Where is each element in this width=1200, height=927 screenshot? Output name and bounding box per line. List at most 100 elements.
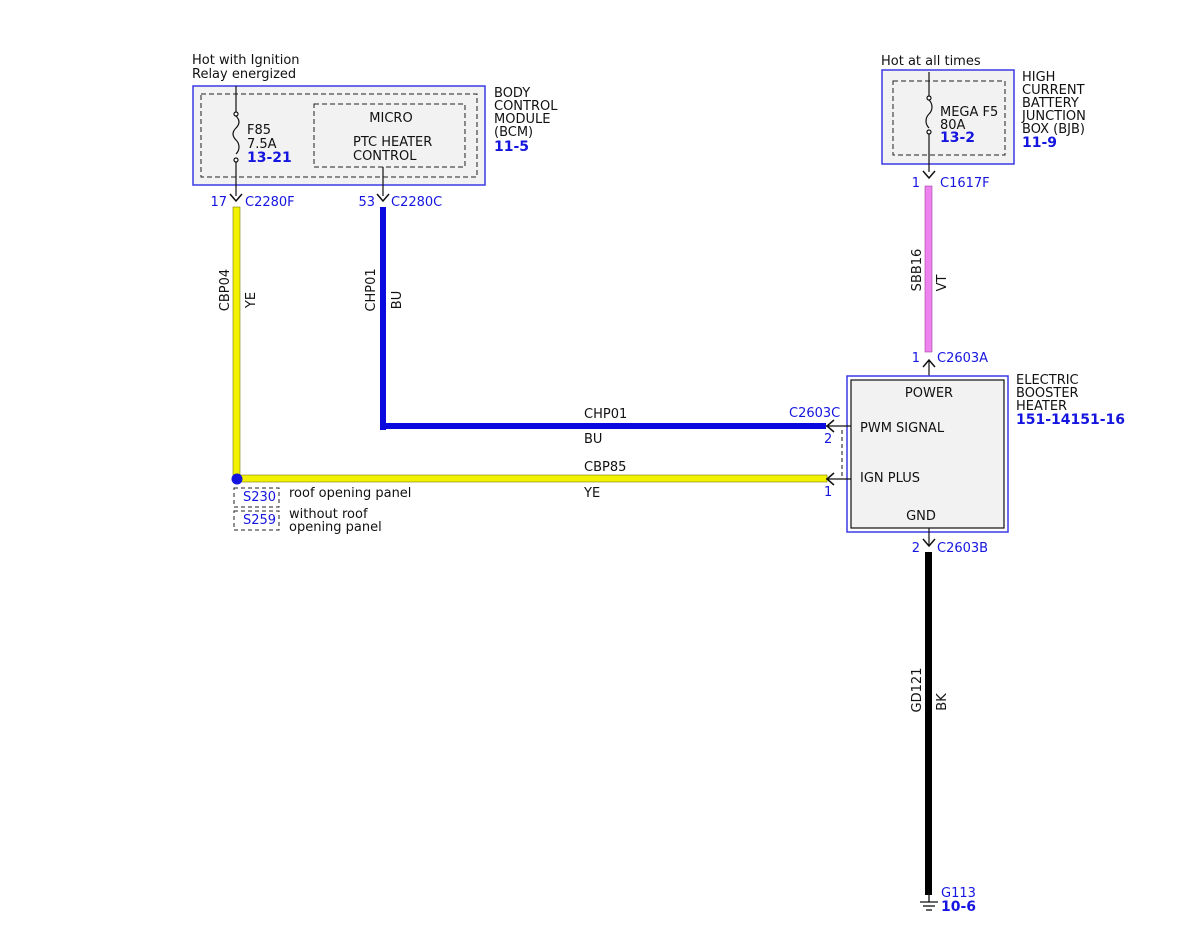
connector-c2280f-name: C2280F [245,195,295,210]
wire-gd121-color: BK [935,693,950,711]
fuse-f85-symbol [232,86,240,196]
connector-c2280f-symbol [229,193,243,203]
heater-module: POWER PWM SIGNAL IGN PLUS GND ELECTRIC B… [846,373,1125,533]
splice-dot [231,473,243,485]
bjb-outer-box [881,69,1015,165]
bcm-power-note-line1: Hot with Ignition [192,53,300,68]
splice-s259-id: S259 [243,513,276,528]
connector-c2280c-pin: 53 [358,195,375,210]
splice-s259-box [233,510,280,531]
wire-chp01-horizontal [380,423,826,429]
connector-c1617f-name: C1617F [940,176,990,191]
splice-s259-note-line2: opening panel [289,520,382,535]
heater-inner-box [850,379,1005,529]
connector-c2603c-ign: 1 [824,472,851,500]
bcm-module-name-line1: BODY [494,86,530,101]
bcm-inner-dashed-box [200,93,478,178]
connector-c1617f: 1 C1617F [912,170,990,191]
bjb-module-name-line4: JUNCTION [1021,109,1086,124]
heater-pin-pwm-signal: PWM SIGNAL [860,421,945,436]
splice-s230-id: S230 [243,490,276,505]
connector-c2603a-name: C2603A [937,351,988,366]
bcm-micro-function-line2: CONTROL [353,149,417,164]
bcm-module-name-line4: (BCM) [494,125,533,140]
heater-pin-power: POWER [905,386,953,401]
heater-pin-gnd: GND [906,509,936,524]
connector-c2603a: 1 C2603A [912,351,988,378]
wire-cbp04 [232,206,241,480]
bcm-micro-dashed-box [313,103,466,168]
connector-c2603c-symbol [825,419,835,433]
ground-symbol [920,893,938,911]
bjb-module-ref: 11-9 [1022,135,1057,151]
wire-chp01-vertical-circuit: CHP01 [364,268,379,311]
wire-sbb16 [924,185,933,353]
connector-c2603b-symbol [922,538,936,548]
bjb-module-name-line2: CURRENT [1022,83,1085,98]
bjb-power-note: Hot at all times [881,54,981,69]
connector-c2603b-name: C2603B [937,541,988,556]
bjb-inner-dashed-box [892,80,1006,156]
fuse-f85-name: F85 [247,123,271,138]
splice-s259: S259 without roof opening panel [233,507,382,535]
wire-gd121 [925,552,932,895]
wire-cbp85-color: YE [583,486,600,501]
connector-c2280f-pin: 17 [210,195,227,210]
heater-module-name-line2: BOOSTER [1016,386,1079,401]
bjb-module: Hot at all times MEGA F5 80A 13-2 HIGH C… [881,54,1086,172]
bjb-module-name-line3: BATTERY [1022,96,1079,111]
connector-c2280f: 17 C2280F [210,193,295,210]
wire-cbp85-circuit: CBP85 [584,460,626,475]
fuse-mega-f5-ref: 13-2 [940,130,975,146]
fuse-mega-f5-symbol [925,72,933,172]
wire-sbb16-circuit: SBB16 [910,249,925,292]
bcm-module-ref: 11-5 [494,139,529,155]
splice-s230-note: roof opening panel [289,486,411,501]
connector-c2280c-name: C2280C [391,195,442,210]
fuse-mega-f5-name: MEGA F5 [940,105,998,120]
bcm-micro-title: MICRO [369,111,412,126]
connector-c2603c-pin: 2 [824,432,832,447]
wire-gd121-circuit: GD121 [910,668,925,713]
bjb-module-name-line1: HIGH [1022,70,1055,85]
heater-pin-ign-plus: IGN PLUS [860,471,920,486]
heater-module-ref: 151-14151-16 [1016,412,1125,428]
wire-sbb16-color: VT [935,275,950,292]
connector-c2603c-name: C2603C [789,406,840,421]
wire-cbp04-color: YE [244,292,259,309]
bcm-module: Hot with Ignition Relay energized MICRO … [192,53,558,196]
splice-s230-box [233,487,280,508]
heater-module-name-line3: HEATER [1016,399,1067,414]
connector-c2280c-symbol [376,193,390,203]
connector-c2603a-pin: 1 [912,351,920,366]
ground-id: G113 [941,886,976,901]
splice-s259-note-line1: without roof [289,507,368,522]
connector-c2280c: 53 C2280C [358,193,442,210]
bcm-module-name-line2: CONTROL [494,99,558,114]
fuse-f85-rating: 7.5A [247,137,277,152]
connector-c2603c: C2603C 2 [789,406,851,447]
connector-c1617f-pin: 1 [912,176,920,191]
wire-chp01-horizontal-circuit: CHP01 [584,407,627,422]
fuse-mega-f5-rating: 80A [940,118,966,133]
splice-s230: S230 roof opening panel [233,486,411,508]
connector-ign-pin: 1 [824,485,832,500]
bcm-module-name-line3: MODULE [494,112,550,127]
wire-chp01-vertical [380,207,386,430]
heater-module-name-line1: ELECTRIC [1016,373,1079,388]
bcm-power-note-line2: Relay energized [192,67,296,82]
wire-cbp85 [236,474,828,483]
bcm-outer-box [192,85,486,186]
connector-c2603b-pin: 2 [912,541,920,556]
connector-c1617f-symbol [922,170,936,180]
connector-c2603b: 2 C2603B [912,528,988,556]
wire-chp01-vertical-color: BU [390,291,405,309]
bjb-module-name-line5: BOX (BJB) [1022,122,1085,137]
bcm-micro-function-line1: PTC HEATER [353,135,432,150]
ground-ref: 10-6 [941,899,976,915]
fuse-f85-ref: 13-21 [247,150,292,166]
wire-chp01-horizontal-color: BU [584,432,602,447]
connector-ign-symbol [825,472,835,486]
wire-cbp04-circuit: CBP04 [218,269,233,311]
